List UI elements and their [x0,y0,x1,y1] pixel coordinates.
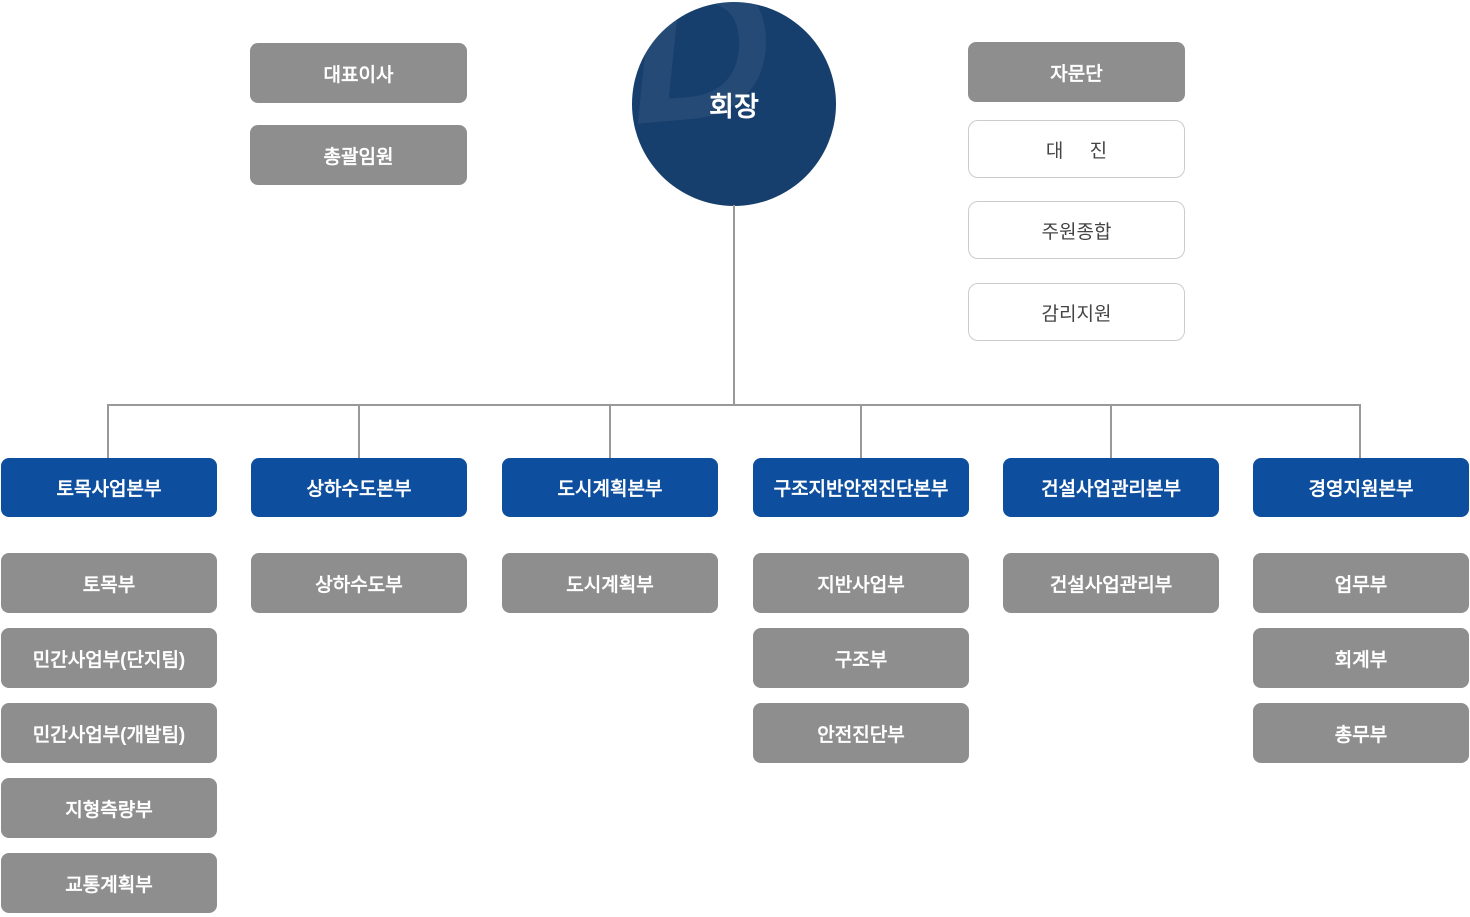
dept-accounting: 회계부 [1253,628,1469,688]
dept-business-affairs: 업무부 [1253,553,1469,613]
connector-stem [733,205,735,404]
connector-drop-1 [107,404,109,458]
connector-drop-2 [358,404,360,458]
dept-general-affairs: 총무부 [1253,703,1469,763]
advisory-member-daejin: 대 진 [968,120,1185,178]
chairman-node: D 회장 [632,2,836,206]
box-executive-director: 총괄임원 [250,125,467,185]
dept-safety-diagnosis: 안전진단부 [753,703,969,763]
advisory-member-gamri: 감리지원 [968,283,1185,341]
advisory-member-juwon: 주원종합 [968,201,1185,259]
chairman-label: 회장 [709,91,759,122]
dept-private-business-complex-team: 민간사업부(단지팀) [1,628,217,688]
division-management-support: 경영지원본부 [1253,458,1469,517]
connector-horizontal [107,404,1361,406]
connector-drop-4 [860,404,862,458]
connector-drop-5 [1110,404,1112,458]
company-logo-watermark-icon: D [632,2,782,167]
dept-civil: 토목부 [1,553,217,613]
dept-private-business-dev-team: 민간사업부(개발팀) [1,703,217,763]
division-construction-management: 건설사업관리본부 [1003,458,1219,517]
connector-drop-6 [1359,404,1361,458]
box-advisory-group: 자문단 [968,42,1185,102]
division-civil-works: 토목사업본부 [1,458,217,517]
box-ceo: 대표이사 [250,43,467,103]
division-urban-planning: 도시계획본부 [502,458,718,517]
dept-traffic-planning: 교통계획부 [1,853,217,913]
dept-construction-management: 건설사업관리부 [1003,553,1219,613]
division-structure-geotech-safety: 구조지반안전진단본부 [753,458,969,517]
dept-structure: 구조부 [753,628,969,688]
dept-topographic-survey: 지형측량부 [1,778,217,838]
dept-water-sewage: 상하수도부 [251,553,467,613]
connector-drop-3 [609,404,611,458]
division-water-sewage: 상하수도본부 [251,458,467,517]
dept-urban-planning: 도시계획부 [502,553,718,613]
dept-geotech-business: 지반사업부 [753,553,969,613]
